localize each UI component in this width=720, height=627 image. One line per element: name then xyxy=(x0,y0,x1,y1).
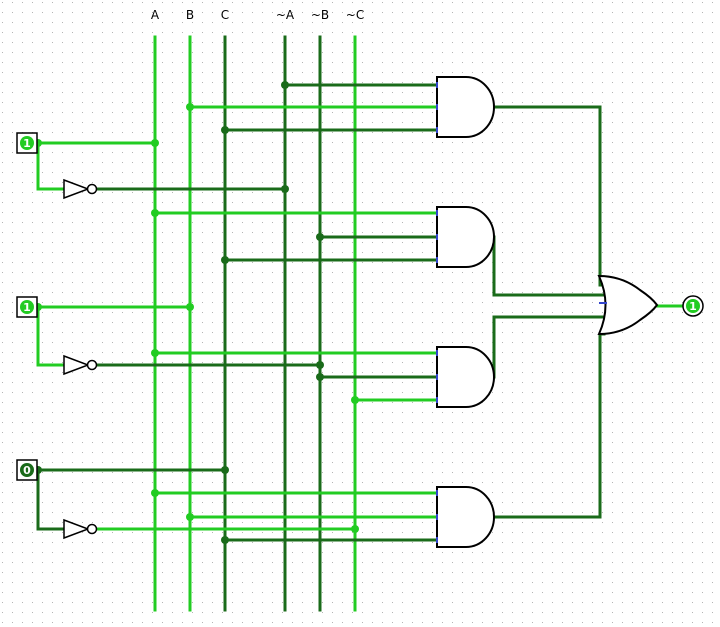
bus-junction-a xyxy=(151,139,159,147)
gates xyxy=(63,76,659,548)
and4-junction-3 xyxy=(221,536,229,544)
and2-input-port-2 xyxy=(436,234,438,240)
bus-label-not-c: ~C xyxy=(346,8,364,22)
and3-junction-2 xyxy=(316,373,324,381)
not-gate-bubble-a xyxy=(86,183,98,195)
bus-label-b: B xyxy=(186,8,194,22)
input-pin-a[interactable]: 1 xyxy=(16,132,38,154)
and4-input-port-1 xyxy=(436,490,438,496)
and1-input-port-3 xyxy=(436,127,438,133)
not-input-wire-b xyxy=(36,305,66,367)
bus-label-not-a: ~A xyxy=(276,8,295,22)
and3-input-port-3 xyxy=(436,397,438,403)
bus-junction-not-a xyxy=(281,185,289,193)
and-gate-2 xyxy=(436,206,495,268)
or-input-port xyxy=(599,302,607,304)
and-gate-1 xyxy=(436,76,495,138)
input-pin-led-a xyxy=(20,136,34,150)
and2-junction-3 xyxy=(221,256,229,264)
bus-junction-c xyxy=(221,466,229,474)
and2-input-port-1 xyxy=(436,210,438,216)
and4-input-port-2 xyxy=(436,514,438,520)
bus-label-c: C xyxy=(221,8,229,22)
input-pin-led-b xyxy=(20,300,34,314)
bus-junction-not-b xyxy=(316,361,324,369)
bus-label-a: A xyxy=(151,8,160,22)
and1-junction-2 xyxy=(186,103,194,111)
and-gate-3 xyxy=(436,346,495,408)
and4-input-port-3 xyxy=(436,537,438,543)
or-gate xyxy=(597,274,659,336)
bus-junction-b xyxy=(186,303,194,311)
and2-junction-2 xyxy=(316,233,324,241)
not-input-wire-a xyxy=(36,141,66,191)
and1-input-port-1 xyxy=(436,82,438,88)
and3-input-port-2 xyxy=(436,374,438,380)
pins: 1 1 0 1 xyxy=(16,132,704,481)
output-pin-led xyxy=(686,299,700,313)
and1-junction-1 xyxy=(281,81,289,89)
and3-junction-3 xyxy=(351,396,359,404)
and2-input-port-3 xyxy=(436,257,438,263)
and3-output-wire xyxy=(492,315,618,379)
and3-junction-1 xyxy=(151,349,159,357)
bus-junction-not-c xyxy=(351,525,359,533)
input-pin-value-b: 1 xyxy=(23,301,31,314)
and1-junction-3 xyxy=(221,126,229,134)
and2-output-wire xyxy=(492,235,614,297)
not-input-wire-c xyxy=(36,468,66,531)
input-pin-led-c xyxy=(20,463,34,477)
and1-input-port-2 xyxy=(436,104,438,110)
and2-junction-1 xyxy=(151,209,159,217)
not-gate-bubble-b xyxy=(86,359,98,371)
input-pin-b[interactable]: 1 xyxy=(16,296,38,318)
not-gate-bubble-c xyxy=(86,523,98,535)
bus-label-not-b: ~B xyxy=(311,8,329,22)
not-gate-c xyxy=(63,518,91,540)
and4-junction-2 xyxy=(186,513,194,521)
input-pin-c[interactable]: 0 xyxy=(16,459,38,481)
bus-labels: A B C ~A ~B ~C xyxy=(151,8,364,22)
junctions xyxy=(34,81,359,544)
and3-input-port-1 xyxy=(436,350,438,356)
and4-junction-1 xyxy=(151,489,159,497)
output-pin: 1 xyxy=(682,295,704,317)
output-pin-value: 1 xyxy=(689,300,697,313)
input-pin-value-a: 1 xyxy=(23,137,31,150)
not-gate-b xyxy=(63,354,91,376)
input-pin-value-c: 0 xyxy=(23,464,31,477)
and-gate-4 xyxy=(436,486,495,548)
not-gate-a xyxy=(63,178,91,200)
